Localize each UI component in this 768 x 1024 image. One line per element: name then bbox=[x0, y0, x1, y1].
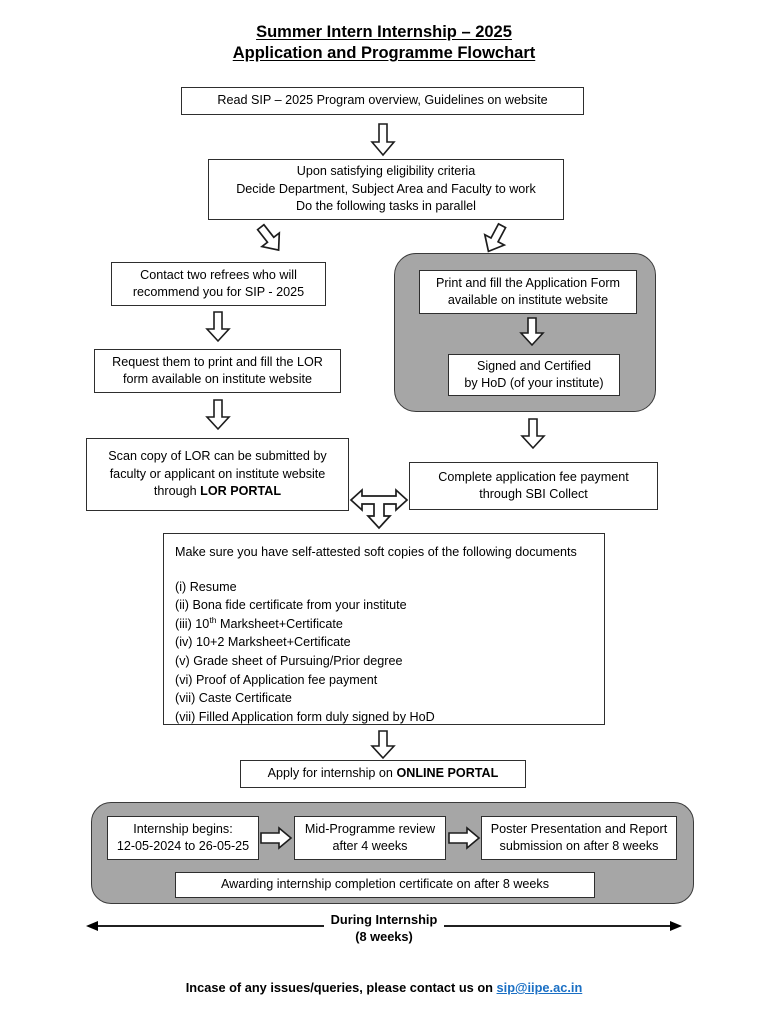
support-email-link[interactable]: sip@iipe.ac.in bbox=[496, 980, 583, 995]
page-title: Summer Intern Internship – 2025 Applicat… bbox=[0, 22, 768, 64]
step-contact-referees-box[interactable]: Contact two refrees who will recommend y… bbox=[111, 262, 326, 306]
internship-begins-line-2: 12-05-2024 to 26-05-25 bbox=[116, 839, 250, 853]
measure-label: During Internship (8 weeks) bbox=[0, 912, 768, 945]
down-block-arrow bbox=[370, 123, 396, 157]
list-item: (vii) Filled Application form duly signe… bbox=[175, 709, 435, 724]
title-line-1: Summer Intern Internship – 2025 bbox=[256, 23, 512, 41]
apply-online-prefix: Apply for internship on bbox=[267, 766, 397, 781]
right-block-arrow bbox=[260, 826, 293, 850]
lor-portal-label: LOR PORTAL bbox=[200, 484, 282, 499]
list-item: (ii) Bona fide certificate from your ins… bbox=[175, 598, 407, 613]
step-scan-lor-box[interactable]: Scan copy of LOR can be submitted by fac… bbox=[86, 438, 349, 511]
eligibility-line-1: Upon satisfying eligibility criteria bbox=[296, 164, 476, 179]
online-portal-label: ONLINE PORTAL bbox=[396, 766, 499, 781]
print-form-line-1: Print and fill the Application Form bbox=[435, 275, 621, 290]
title-line-2: Application and Programme Flowchart bbox=[232, 44, 536, 62]
step-fee-payment-box[interactable]: Complete application fee payment through… bbox=[409, 462, 658, 510]
signed-certified-line-2: by HoD (of your institute) bbox=[464, 376, 604, 390]
right-block-arrow bbox=[448, 826, 481, 850]
list-item: (vii) Caste Certificate bbox=[175, 691, 292, 706]
scan-lor-line-1: Scan copy of LOR can be submitted by bbox=[108, 449, 327, 464]
request-lor-line-1: Request them to print and fill the LOR bbox=[112, 354, 323, 369]
measure-label-line-2: (8 weeks) bbox=[355, 928, 413, 944]
completion-certificate-label: Awarding internship completion certifica… bbox=[220, 877, 550, 892]
step-request-lor-box[interactable]: Request them to print and fill the LOR f… bbox=[94, 349, 341, 393]
documents-heading: Make sure you have self-attested soft co… bbox=[175, 545, 577, 559]
step-print-form-box[interactable]: Print and fill the Application Form avai… bbox=[419, 270, 637, 314]
scan-lor-line-3-prefix: through bbox=[153, 484, 201, 499]
documents-checklist-box[interactable]: Make sure you have self-attested soft co… bbox=[163, 533, 605, 725]
print-form-line-2: available on institute website bbox=[447, 293, 609, 307]
down-block-arrow bbox=[520, 418, 546, 450]
list-item: (i) Resume bbox=[175, 579, 237, 594]
down-left-block-arrow bbox=[255, 223, 285, 255]
contact-referees-line-1: Contact two refrees who will bbox=[140, 267, 297, 282]
list-item: (v) Grade sheet of Pursuing/Prior degree bbox=[175, 653, 403, 668]
step-apply-online-box[interactable]: Apply for internship on ONLINE PORTAL bbox=[240, 760, 526, 788]
step-signed-certified-box[interactable]: Signed and Certified by HoD (of your ins… bbox=[448, 354, 620, 396]
scan-lor-line-2: faculty or applicant on institute websit… bbox=[109, 466, 326, 481]
request-lor-line-2: form available on institute website bbox=[122, 372, 312, 386]
documents-list: (i) Resume (ii) Bona fide certificate fr… bbox=[175, 578, 593, 727]
down-block-arrow bbox=[205, 399, 231, 431]
measure-label-line-1: During Internship bbox=[323, 912, 445, 929]
eligibility-line-3: Do the following tasks in parallel bbox=[296, 199, 476, 214]
phase-internship-begins-box[interactable]: Internship begins: 12-05-2024 to 26-05-2… bbox=[107, 816, 259, 860]
mid-review-line-2: after 4 weeks bbox=[332, 839, 408, 853]
step-eligibility-box[interactable]: Upon satisfying eligibility criteria Dec… bbox=[208, 159, 564, 220]
down-block-arrow bbox=[519, 317, 545, 347]
down-right-block-arrow bbox=[480, 222, 510, 255]
step-read-sip-box[interactable]: Read SIP – 2025 Program overview, Guidel… bbox=[181, 87, 584, 115]
down-block-arrow bbox=[205, 311, 231, 343]
fee-payment-line-2: through SBI Collect bbox=[479, 487, 588, 501]
internship-begins-line-1: Internship begins: bbox=[133, 821, 233, 836]
phase-poster-submission-box[interactable]: Poster Presentation and Report submissio… bbox=[481, 816, 677, 860]
list-item: (vi) Proof of Application fee payment bbox=[175, 672, 378, 687]
mid-review-line-1: Mid-Programme review bbox=[304, 821, 436, 836]
phase-mid-review-box[interactable]: Mid-Programme review after 4 weeks bbox=[294, 816, 446, 860]
down-block-arrow bbox=[370, 730, 396, 760]
footer-contact: Incase of any issues/queries, please con… bbox=[0, 980, 768, 995]
contact-referees-line-2: recommend you for SIP - 2025 bbox=[132, 285, 305, 299]
list-item: (iii) 10th Marksheet+Certificate bbox=[175, 614, 343, 631]
list-item: (iv) 10+2 Marksheet+Certificate bbox=[175, 635, 351, 650]
footer-text: Incase of any issues/queries, please con… bbox=[185, 980, 497, 995]
poster-line-1: Poster Presentation and Report bbox=[490, 821, 668, 836]
signed-certified-line-1: Signed and Certified bbox=[476, 358, 592, 373]
poster-line-2: submission on after 8 weeks bbox=[499, 839, 659, 853]
three-way-merge-arrow bbox=[349, 488, 409, 532]
step-read-sip-label: Read SIP – 2025 Program overview, Guidel… bbox=[217, 93, 548, 108]
eligibility-line-2: Decide Department, Subject Area and Facu… bbox=[236, 181, 536, 196]
fee-payment-line-1: Complete application fee payment bbox=[438, 469, 629, 484]
phase-completion-certificate-box[interactable]: Awarding internship completion certifica… bbox=[175, 872, 595, 898]
